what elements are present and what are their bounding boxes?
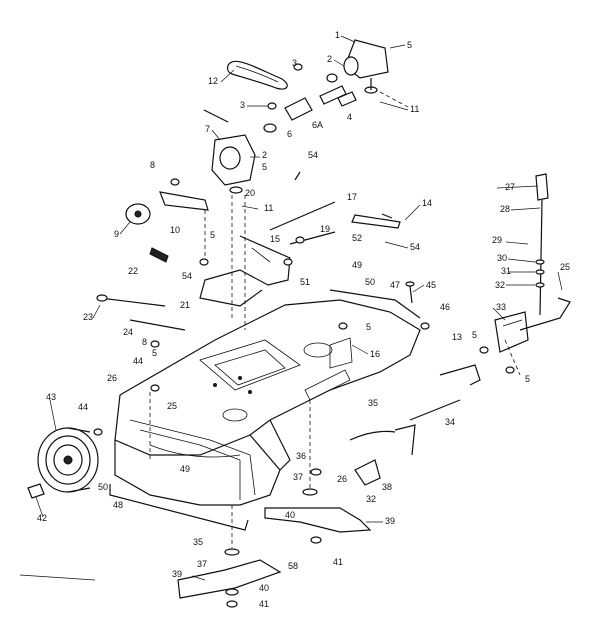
callout-label: 46 <box>440 302 450 312</box>
callout-label: 43 <box>46 392 56 402</box>
idler-pulley <box>125 203 151 225</box>
callout-label: 2 <box>262 150 267 160</box>
callout-label: 6 <box>287 129 292 139</box>
callout-label: 36 <box>296 451 306 461</box>
callout-label: 12 <box>208 76 218 86</box>
callout-label: 33 <box>496 302 506 312</box>
callout-label: 54 <box>410 242 420 252</box>
callout-label: 39 <box>385 516 395 526</box>
page-mark <box>19 574 96 581</box>
lift-linkage <box>349 364 481 486</box>
callout-label: 30 <box>497 253 507 263</box>
callout-label: 5 <box>407 40 412 50</box>
callout-label: 49 <box>352 260 362 270</box>
callout-label: 21 <box>180 300 190 310</box>
blade-pulley <box>27 427 99 499</box>
callout-label: 38 <box>382 482 392 492</box>
callout-label: 10 <box>170 225 180 235</box>
callout-label: 35 <box>368 398 378 408</box>
callout-label: 3 <box>240 100 245 110</box>
callout-label: 29 <box>492 235 502 245</box>
callout-label: 19 <box>320 224 330 234</box>
callout-label: 28 <box>500 204 510 214</box>
callout-label: 37 <box>197 559 207 569</box>
callout-label: 16 <box>370 349 380 359</box>
callout-label: 17 <box>347 192 357 202</box>
callout-label: 42 <box>37 513 47 523</box>
lower-gearbox <box>211 134 256 194</box>
callout-label: 5 <box>472 330 477 340</box>
callout-label: 26 <box>107 373 117 383</box>
callout-label: 54 <box>308 150 318 160</box>
callout-label: 7 <box>205 124 210 134</box>
mower-deck-housing <box>114 299 421 506</box>
callout-label: 40 <box>259 583 269 593</box>
callout-labels: 1 5 2 3 12 3 6A 4 11 7 6 2 5 8 20 54 11 … <box>37 30 570 609</box>
callout-label: 25 <box>560 262 570 272</box>
callout-label: 41 <box>259 599 269 609</box>
callout-label: 54 <box>182 271 192 281</box>
callout-label: 5 <box>366 322 371 332</box>
callout-label: 5 <box>210 230 215 240</box>
callout-label: 11 <box>264 203 273 213</box>
callout-label: 58 <box>288 561 298 571</box>
rods-and-shafts <box>96 201 421 331</box>
callout-label: 39 <box>172 569 182 579</box>
callout-label: 44 <box>133 356 143 366</box>
assembly-guide-lines <box>149 91 521 548</box>
callout-label: 41 <box>333 557 343 567</box>
callout-label: 15 <box>270 234 280 244</box>
callout-label: 14 <box>422 198 432 208</box>
callout-label: 1 <box>335 30 340 40</box>
cutting-blades <box>109 484 372 608</box>
callout-label: 34 <box>445 417 455 427</box>
callout-label: 8 <box>150 160 155 170</box>
upper-gearbox <box>263 39 389 133</box>
callout-label: 50 <box>365 277 375 287</box>
callout-label: 11 <box>410 104 419 114</box>
callout-label: 51 <box>300 277 310 287</box>
callout-label: 37 <box>293 472 303 482</box>
callout-label: 9 <box>114 229 119 239</box>
small-hardware <box>93 63 515 476</box>
callout-label: 5 <box>525 374 530 384</box>
callout-label: 20 <box>245 188 255 198</box>
callout-label: 49 <box>180 464 190 474</box>
callout-label: 31 <box>501 266 511 276</box>
leader-lines <box>35 35 563 581</box>
callout-label: 50 <box>98 482 108 492</box>
callout-label: 44 <box>78 402 88 412</box>
callout-label: 5 <box>262 162 267 172</box>
callout-label: 26 <box>337 474 347 484</box>
callout-label: 13 <box>452 332 462 342</box>
callout-label: 25 <box>167 401 177 411</box>
callout-label: 5 <box>152 348 157 358</box>
callout-label: 4 <box>347 112 352 122</box>
callout-label: 27 <box>505 182 515 192</box>
callout-label: 32 <box>495 280 505 290</box>
callout-label: 45 <box>426 280 436 290</box>
callout-label: 8 <box>142 337 147 347</box>
callout-label: 52 <box>352 233 362 243</box>
callout-label: 22 <box>128 266 138 276</box>
callout-label: 40 <box>285 510 295 520</box>
callout-label: 6A <box>312 120 323 130</box>
callout-label: 3 <box>292 58 297 68</box>
callout-label: 48 <box>113 500 123 510</box>
callout-label: 35 <box>193 537 203 547</box>
callout-label: 2 <box>327 54 332 64</box>
callout-label: 32 <box>366 494 376 504</box>
drive-belt <box>226 60 288 90</box>
height-adjust-lever <box>494 173 571 353</box>
callout-label: 23 <box>83 312 93 322</box>
callout-label: 47 <box>390 280 400 290</box>
callout-label: 24 <box>123 327 133 337</box>
